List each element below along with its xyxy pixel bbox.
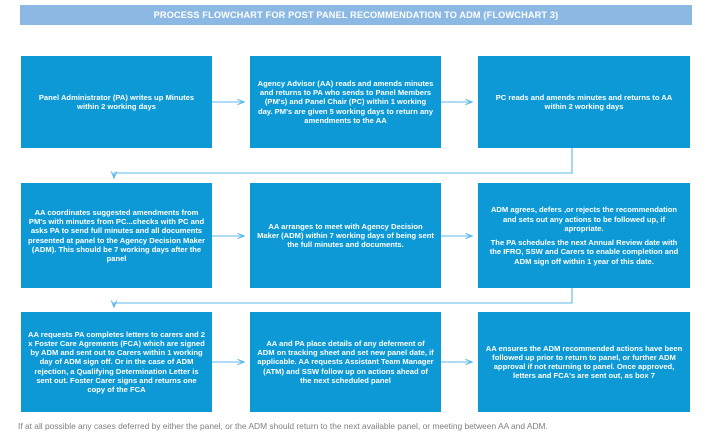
flow-box-1: Panel Administrator (PA) writes up Minut… [21, 56, 212, 148]
flow-box-4-text: AA coordinates suggested amendments from… [28, 208, 205, 264]
flow-box-3: PC reads and amends minutes and returns … [478, 56, 690, 148]
flow-box-7: AA requests PA completes letters to care… [21, 312, 212, 412]
flow-box-1-text: Panel Administrator (PA) writes up Minut… [28, 93, 205, 112]
flow-box-5-text: AA arranges to meet with Agency Decision… [257, 222, 434, 250]
flow-box-6: ADM agrees, defers ,or rejects the recom… [478, 183, 690, 288]
flow-box-3-paragraph-1: PC reads and amends minutes and returns … [495, 92, 673, 111]
flow-box-5: AA arranges to meet with Agency Decision… [250, 183, 441, 288]
flow-box-2-paragraph-1: Agency Advisor (AA) reads and amends min… [257, 78, 434, 125]
flow-box-9-text: AA ensures the ADM recommended actions h… [485, 344, 683, 381]
connector-box3-to-box4 [114, 148, 573, 178]
flow-box-4: AA coordinates suggested amendments from… [21, 183, 212, 288]
flow-box-7-text: AA requests PA completes letters to care… [28, 330, 205, 395]
flow-box-7-paragraph-1: AA requests PA completes letters to care… [28, 329, 205, 395]
flow-box-6-paragraph-1: ADM agrees, defers ,or rejects the recom… [490, 205, 678, 233]
flow-box-8-paragraph-1: AA and PA place details of any deferment… [257, 338, 434, 385]
flow-box-6-text: ADM agrees, defers ,or rejects the recom… [485, 205, 683, 266]
flow-box-5-paragraph-1: AA arranges to meet with Agency Decision… [257, 221, 434, 250]
flow-box-8: AA and PA place details of any deferment… [250, 312, 441, 412]
flow-box-9-paragraph-1: AA ensures the ADM recommended actions h… [485, 343, 683, 381]
flow-box-6-paragraph-2: The PA schedules the next Annual Review … [489, 238, 679, 266]
flow-box-1-paragraph-1: Panel Administrator (PA) writes up Minut… [38, 92, 195, 111]
footer-note: If at all possible any cases deferred by… [18, 421, 548, 431]
flow-box-2: Agency Advisor (AA) reads and amends min… [250, 56, 441, 148]
connector-box6-to-box7 [114, 288, 573, 307]
flow-box-8-text: AA and PA place details of any deferment… [257, 339, 434, 385]
flow-box-3-text: PC reads and amends minutes and returns … [485, 93, 683, 112]
flow-box-2-text: Agency Advisor (AA) reads and amends min… [257, 79, 434, 125]
page-title: PROCESS FLOWCHART FOR POST PANEL RECOMME… [20, 5, 692, 25]
flow-box-9: AA ensures the ADM recommended actions h… [478, 312, 690, 412]
flow-box-4-paragraph-1: AA coordinates suggested amendments from… [28, 207, 205, 263]
